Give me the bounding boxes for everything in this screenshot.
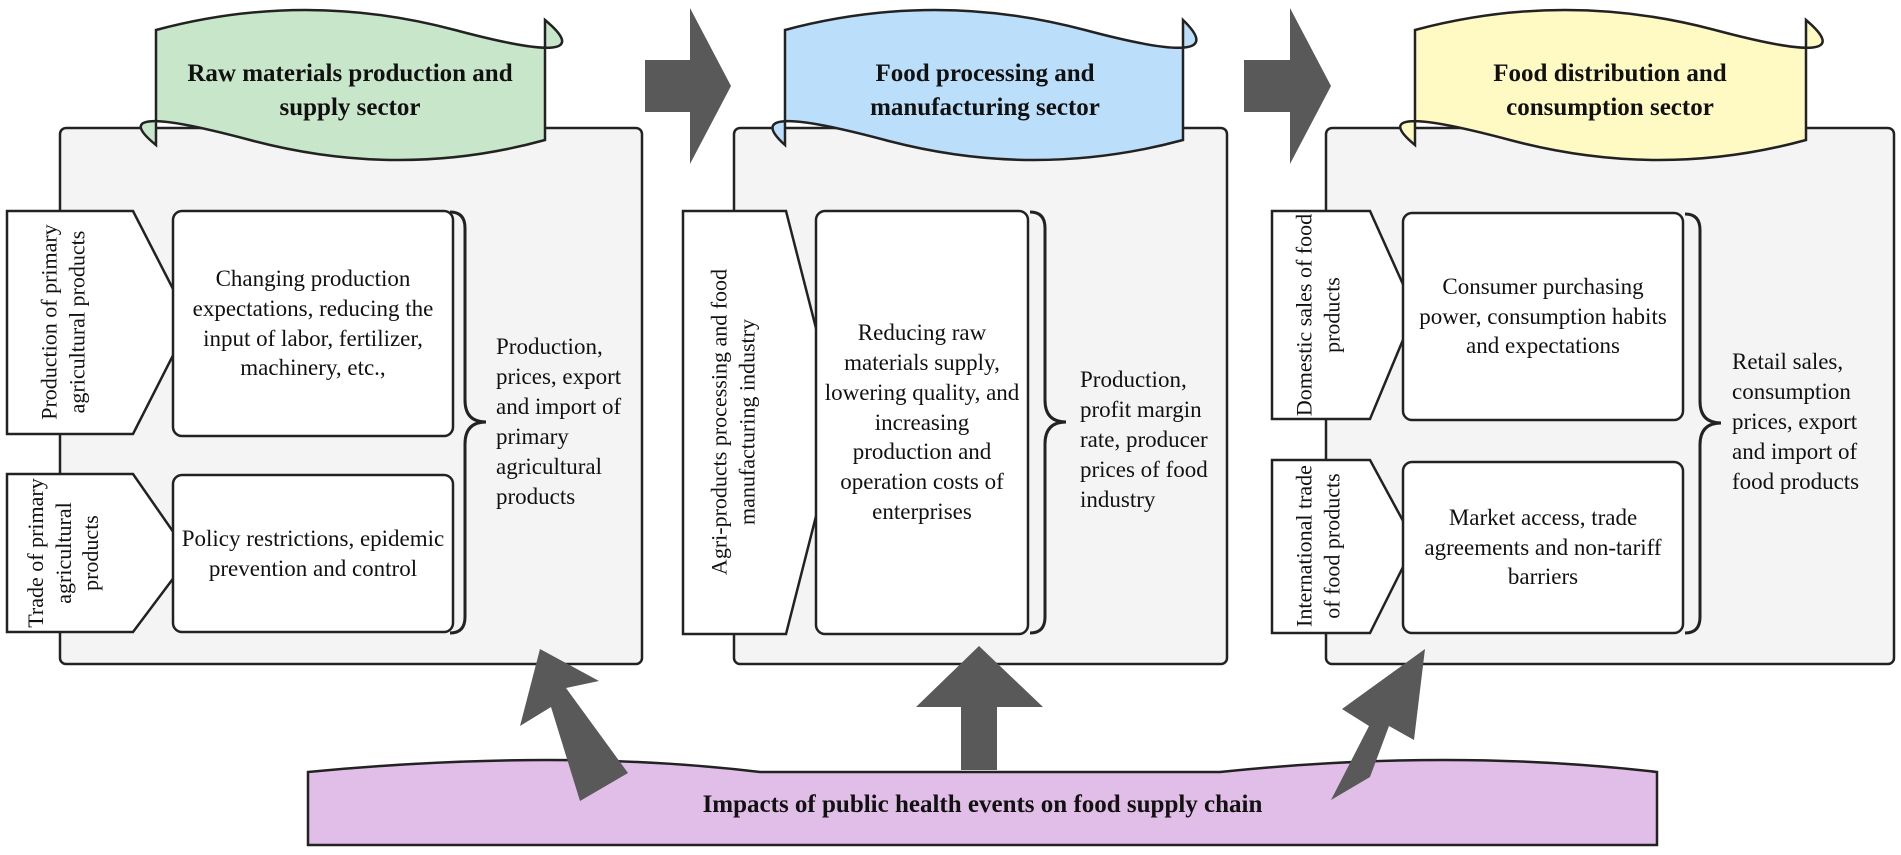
brace-food-processing [1029,210,1067,635]
detail-box-agri-processing [814,209,1030,636]
flow-arrow-right-2 [1244,8,1331,164]
stage-shape-domestic-sales [1270,209,1417,421]
stage-shape-trade [5,472,192,634]
brace-food-distribution [1684,212,1722,635]
impact-arrow-raw-materials [520,649,628,801]
detail-box-domestic-sales [1401,211,1685,422]
stage-label-domestic-sales: Domestic sales of food products [1291,213,1345,417]
detail-box-international-trade [1401,460,1685,635]
stage-label-agri-processing: Agri-products processing and food manufa… [706,268,760,576]
detail-text-agri-processing: Reducing raw materials supply, lowering … [824,319,1020,525]
stage-shape-production [5,209,192,436]
impact-arrow-food-processing [916,646,1043,770]
detail-box-trade [171,473,455,634]
stage-label-trade: Trade of primary agricultural products [22,478,103,628]
detail-text-domestic-sales: Consumer purchasing power, consumption h… [1419,273,1667,359]
stage-shape-international-trade [1270,458,1417,635]
brace-raw-materials [449,210,487,635]
impact-arrow-food-distribution [1331,649,1425,800]
detail-text-production: Changing production expectations, reduci… [192,265,434,381]
summary-food-distribution: Retail sales, consumption prices, export… [1732,349,1860,494]
stage-shape-agri-processing [681,209,842,636]
banner-raw-materials [139,8,564,162]
stage-label-production: Production of primary agricultural produ… [36,224,90,420]
detail-text-international-trade: Market access, trade agreements and non-… [1424,504,1662,590]
banner-impacts [306,758,1659,847]
banner-food-processing [771,8,1198,162]
summary-raw-materials: Production, prices, export and import of… [496,334,622,509]
detail-text-trade: Policy restrictions, epidemic prevention… [181,525,445,581]
impacts-title: Impacts of public health events on food … [702,791,1263,819]
sector-title-raw-materials: Raw materials production and supply sect… [187,60,513,121]
detail-box-production [171,209,455,438]
stage-label-international-trade: International trade of food products [1291,465,1345,627]
summary-food-processing: Production, profit margin rate, producer… [1080,367,1208,512]
sector-title-food-distribution: Food distribution and consumption sector [1493,60,1727,121]
banner-food-distribution [1399,8,1824,162]
sector-title-food-processing: Food processing and manufacturing sector [870,60,1100,121]
flow-arrow-right-1 [645,8,731,164]
